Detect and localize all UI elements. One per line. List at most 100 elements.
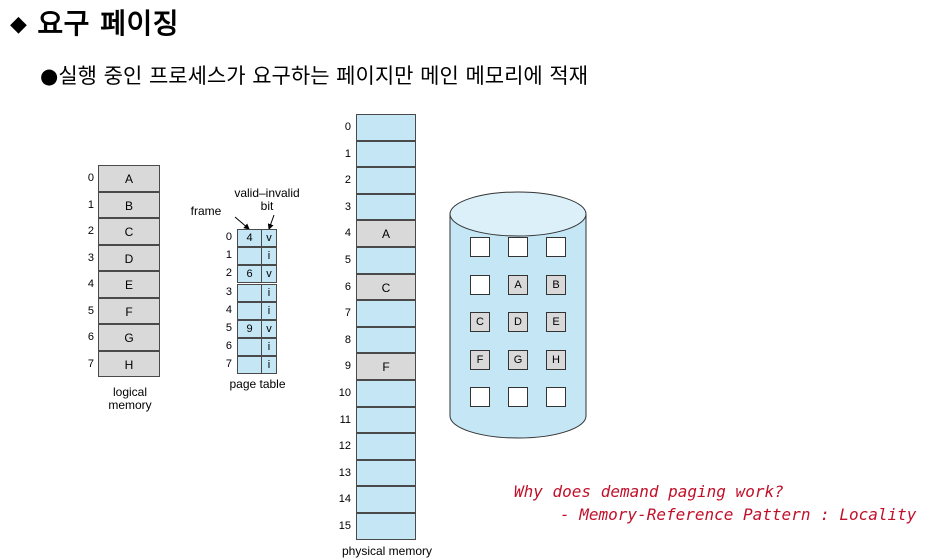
- caption-line: logical: [112, 385, 148, 399]
- logical-index: 7: [87, 357, 94, 370]
- logical-page-cell: A: [98, 165, 160, 192]
- physical-frame-index: 7: [344, 307, 351, 320]
- physical-frame-index: 13: [338, 466, 351, 479]
- page-table-index: 6: [225, 340, 232, 353]
- backing-store-page: [470, 387, 490, 407]
- physical-frame-index: 15: [338, 520, 351, 532]
- backing-store-page: [470, 237, 490, 257]
- physical-frame-index: 5: [344, 254, 351, 266]
- physical-frame-index: 6: [344, 280, 351, 293]
- physical-frame-cell: [356, 326, 416, 354]
- frame-number-cell: [237, 247, 262, 266]
- valid-invalid-bit-label: valid–invalid bit: [222, 187, 312, 213]
- label-line: valid–invalid: [234, 186, 300, 200]
- valid-bit-cell: i: [261, 338, 277, 357]
- physical-frame-cell: [356, 513, 416, 540]
- page-table-index: 3: [225, 285, 232, 298]
- frame-arrow: [234, 216, 250, 230]
- frame-number-cell: [237, 301, 262, 320]
- physical-frame-cell: [356, 114, 416, 141]
- logical-page-cell: C: [98, 218, 160, 245]
- page-table-index: 0: [225, 231, 232, 243]
- physical-frame-index: 3: [344, 200, 351, 213]
- backing-store-page: C: [470, 312, 490, 332]
- caption-line: memory: [108, 398, 152, 412]
- logical-page-cell: D: [98, 244, 160, 271]
- physical-frame-cell: [356, 486, 416, 513]
- subtitle: ●실행 중인 프로세스가 요구하는 페이지만 메인 메모리에 적재: [40, 64, 589, 88]
- backing-store-page: B: [546, 274, 566, 295]
- backing-store-page: H: [546, 349, 566, 370]
- physical-frame-index: 14: [338, 493, 351, 506]
- backing-store-page: G: [508, 349, 528, 370]
- physical-frame-index: 2: [344, 174, 351, 187]
- physical-frame-cell: [356, 247, 416, 274]
- physical-frame-index: 12: [338, 440, 351, 453]
- frame-number-cell: 9: [237, 320, 262, 338]
- logical-index: 2: [87, 225, 94, 237]
- diamond-bullet-icon: ◆: [10, 12, 28, 37]
- frame-number-cell: [237, 338, 262, 357]
- valid-bit-cell: i: [261, 356, 277, 375]
- logical-index: 5: [87, 304, 94, 317]
- label-line: bit: [260, 199, 274, 213]
- physical-frame-index: 9: [344, 360, 351, 373]
- page-table-index: 2: [225, 267, 232, 280]
- backing-store-page: E: [546, 312, 566, 332]
- title-text: 요구 페이징: [37, 7, 179, 40]
- physical-frame-cell: [356, 380, 416, 407]
- physical-frame-cell: [356, 300, 416, 327]
- label-arrows: [234, 214, 275, 230]
- physical-memory-caption: physical memory: [341, 544, 433, 558]
- logical-page-cell: E: [98, 271, 160, 298]
- logical-page-cell: G: [98, 324, 160, 351]
- backing-store-page: D: [508, 312, 528, 332]
- frame-number-cell: 4: [237, 229, 262, 247]
- physical-frame-cell: F: [356, 353, 416, 380]
- backing-store-page: [546, 237, 566, 257]
- valid-bit-cell: v: [261, 265, 277, 284]
- physical-frame-cell: [356, 459, 416, 487]
- valid-bit-cell: i: [261, 247, 277, 266]
- physical-frame-cell: A: [356, 220, 416, 247]
- physical-frame-cell: [356, 433, 416, 460]
- physical-frame-index: 8: [344, 333, 351, 346]
- backing-store-page: F: [470, 349, 490, 370]
- logical-memory-caption: logical memory: [95, 386, 165, 412]
- physical-frame-index: 1: [344, 147, 351, 160]
- logical-page-cell: H: [98, 350, 160, 377]
- page-table-index: 4: [225, 303, 232, 316]
- physical-frame-cell: [356, 140, 416, 168]
- note-question: Why does demand paging work?: [514, 482, 784, 501]
- backing-store-page: [508, 237, 528, 257]
- logical-index: 3: [87, 251, 94, 264]
- page-table-index: 1: [225, 249, 232, 262]
- physical-frame-cell: [356, 406, 416, 434]
- valid-bit-cell: i: [261, 283, 277, 302]
- backing-store-page: A: [508, 274, 528, 295]
- valid-bit-cell: v: [261, 320, 277, 338]
- page-table-index: 7: [225, 358, 232, 371]
- physical-frame-cell: [356, 193, 416, 221]
- frame-label: frame: [190, 204, 222, 218]
- note-answer: - Memory-Reference Pattern : Locality: [560, 505, 917, 524]
- logical-index: 6: [87, 331, 94, 343]
- logical-index: 0: [87, 172, 94, 184]
- physical-frame-index: 0: [344, 121, 351, 133]
- page-table-caption: page table: [229, 377, 286, 391]
- valid-bit-cell: v: [261, 229, 277, 247]
- logical-index: 1: [87, 198, 94, 211]
- logical-index: 4: [87, 278, 94, 290]
- physical-frame-index: 11: [339, 413, 351, 426]
- physical-frame-cell: C: [356, 273, 416, 301]
- logical-page-cell: B: [98, 191, 160, 218]
- page-title: ◆ 요구 페이징: [10, 2, 179, 42]
- backing-store-page: [470, 274, 490, 295]
- valid-bit-cell: i: [261, 301, 277, 320]
- backing-store-page: [508, 387, 528, 407]
- physical-frame-cell: [356, 167, 416, 194]
- physical-frame-index: 10: [338, 387, 351, 399]
- logical-page-cell: F: [98, 297, 160, 324]
- backing-store-page: [546, 387, 566, 407]
- frame-number-cell: [237, 283, 262, 302]
